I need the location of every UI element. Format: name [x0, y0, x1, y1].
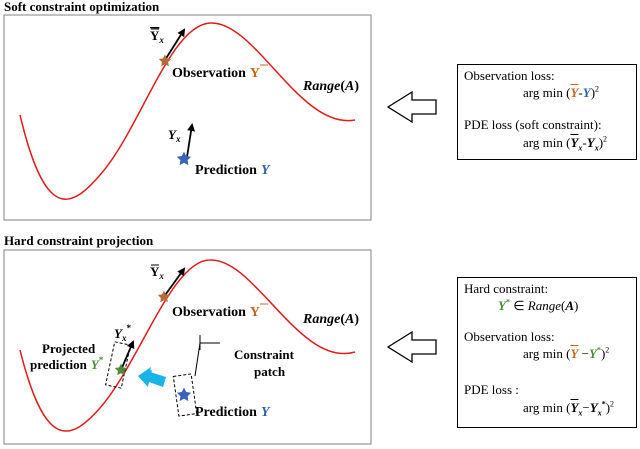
hollow-left-arrow: [386, 330, 437, 364]
observation-loss-formula: arg min (Y-Y)2: [523, 84, 600, 100]
constraint-label-line1: Constraint: [234, 347, 295, 362]
observation-star: [158, 54, 172, 67]
y-x-star-label: Yx*: [114, 323, 131, 343]
projected-star: [114, 363, 128, 376]
hard-loss-box: Hard constraint: Y* ∈ Range(A) Observati…: [457, 277, 637, 428]
hard-constraint-formula: Y* ∈ Range(A): [498, 297, 579, 313]
observation-loss-heading: Observation loss:: [464, 329, 555, 344]
soft-loss-box: Observation loss: arg min (Y-Y)2 PDE los…: [457, 64, 637, 160]
observation-gradient-arrow: [162, 267, 186, 299]
soft-panel-frame: [3, 14, 372, 221]
constraint-callout: [194, 342, 220, 377]
range-label: Range(A): [302, 312, 359, 327]
projected-label-line1: Projected: [42, 341, 96, 356]
observation-star: [157, 290, 171, 303]
pde-loss-heading: PDE loss :: [464, 382, 519, 397]
constraint-label-line2: patch: [254, 364, 286, 379]
range-curve: [19, 259, 356, 432]
range-label: Range(A): [302, 79, 359, 94]
hollow-left-arrow: [386, 90, 437, 124]
observation-loss-heading: Observation loss:: [464, 68, 555, 83]
soft-panel-title: Soft constraint optimization: [4, 0, 160, 14]
constraint-patch: [172, 373, 198, 417]
projection-arrow-body: [138, 367, 166, 387]
hard-panel-title: Hard constraint projection: [4, 233, 154, 248]
projected-patch: [105, 341, 131, 389]
ybar-x-label: Yx: [150, 264, 164, 281]
prediction-gradient-arrow: [186, 123, 196, 158]
prediction-star: [176, 387, 192, 402]
y-x-label: Yx: [168, 127, 181, 144]
hard-panel-frame: [3, 249, 372, 445]
observation-loss-formula: arg min (Y −Y*)2: [523, 345, 610, 361]
hard-constraint-heading: Hard constraint:: [464, 281, 549, 296]
projected-gradient-arrow: [120, 340, 135, 371]
pde-loss-heading: PDE loss (soft constraint):: [464, 117, 602, 132]
pde-loss-formula: arg min (Yx-Yx)2: [523, 134, 608, 153]
range-curve: [19, 22, 356, 200]
ybar-x-label: Yx: [150, 28, 164, 45]
observation-gradient-arrow: [164, 28, 186, 61]
prediction-star: [176, 151, 192, 166]
pde-loss-formula: arg min (Yx−Yx*)2: [523, 399, 615, 418]
